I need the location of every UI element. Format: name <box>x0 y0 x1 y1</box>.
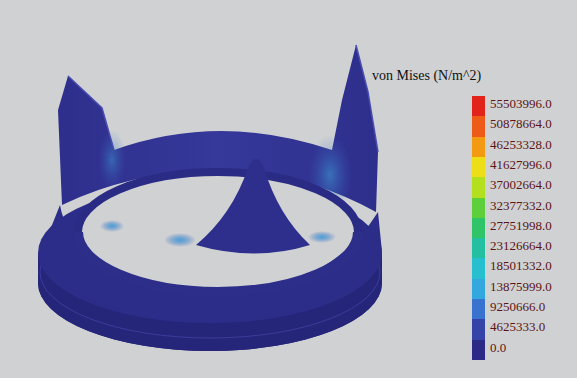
legend-value: 46253328.0 <box>490 137 552 152</box>
legend-value: 23126664.0 <box>490 238 552 253</box>
color-swatch <box>472 340 485 361</box>
front-wall <box>40 205 382 322</box>
stress-patch <box>98 130 126 190</box>
legend-value: 18501332.0 <box>490 258 552 273</box>
color-swatch <box>472 116 485 137</box>
color-swatch <box>472 238 485 259</box>
legend-value: 13875999.0 <box>490 279 552 294</box>
legend-value: 9250666.0 <box>490 299 545 314</box>
color-swatch <box>472 157 485 178</box>
stress-patch <box>308 231 336 243</box>
color-swatch <box>472 299 485 320</box>
legend-value: 0.0 <box>490 340 506 355</box>
stress-patch <box>164 233 196 247</box>
color-swatch <box>472 279 485 300</box>
color-swatch <box>472 218 485 239</box>
color-swatch <box>472 96 485 117</box>
legend-title: von Mises (N/m^2) <box>372 68 481 83</box>
legend-value: 55503996.0 <box>490 96 552 111</box>
legend-value: 50878664.0 <box>490 116 552 131</box>
legend-value: 41627996.0 <box>490 157 552 172</box>
post-edge <box>356 45 378 152</box>
color-swatch <box>472 177 485 198</box>
legend-value: 27751998.0 <box>490 218 552 233</box>
legend-value: 37002664.0 <box>490 177 552 192</box>
post-edge <box>68 76 114 150</box>
legend-value: 32377332.0 <box>490 198 552 213</box>
front-post <box>196 159 310 254</box>
color-swatch <box>472 319 485 340</box>
stress-patch <box>100 220 124 232</box>
color-swatch <box>472 137 485 158</box>
color-swatch <box>472 198 485 219</box>
color-swatch <box>472 258 485 279</box>
legend-value: 4625333.0 <box>490 319 545 334</box>
